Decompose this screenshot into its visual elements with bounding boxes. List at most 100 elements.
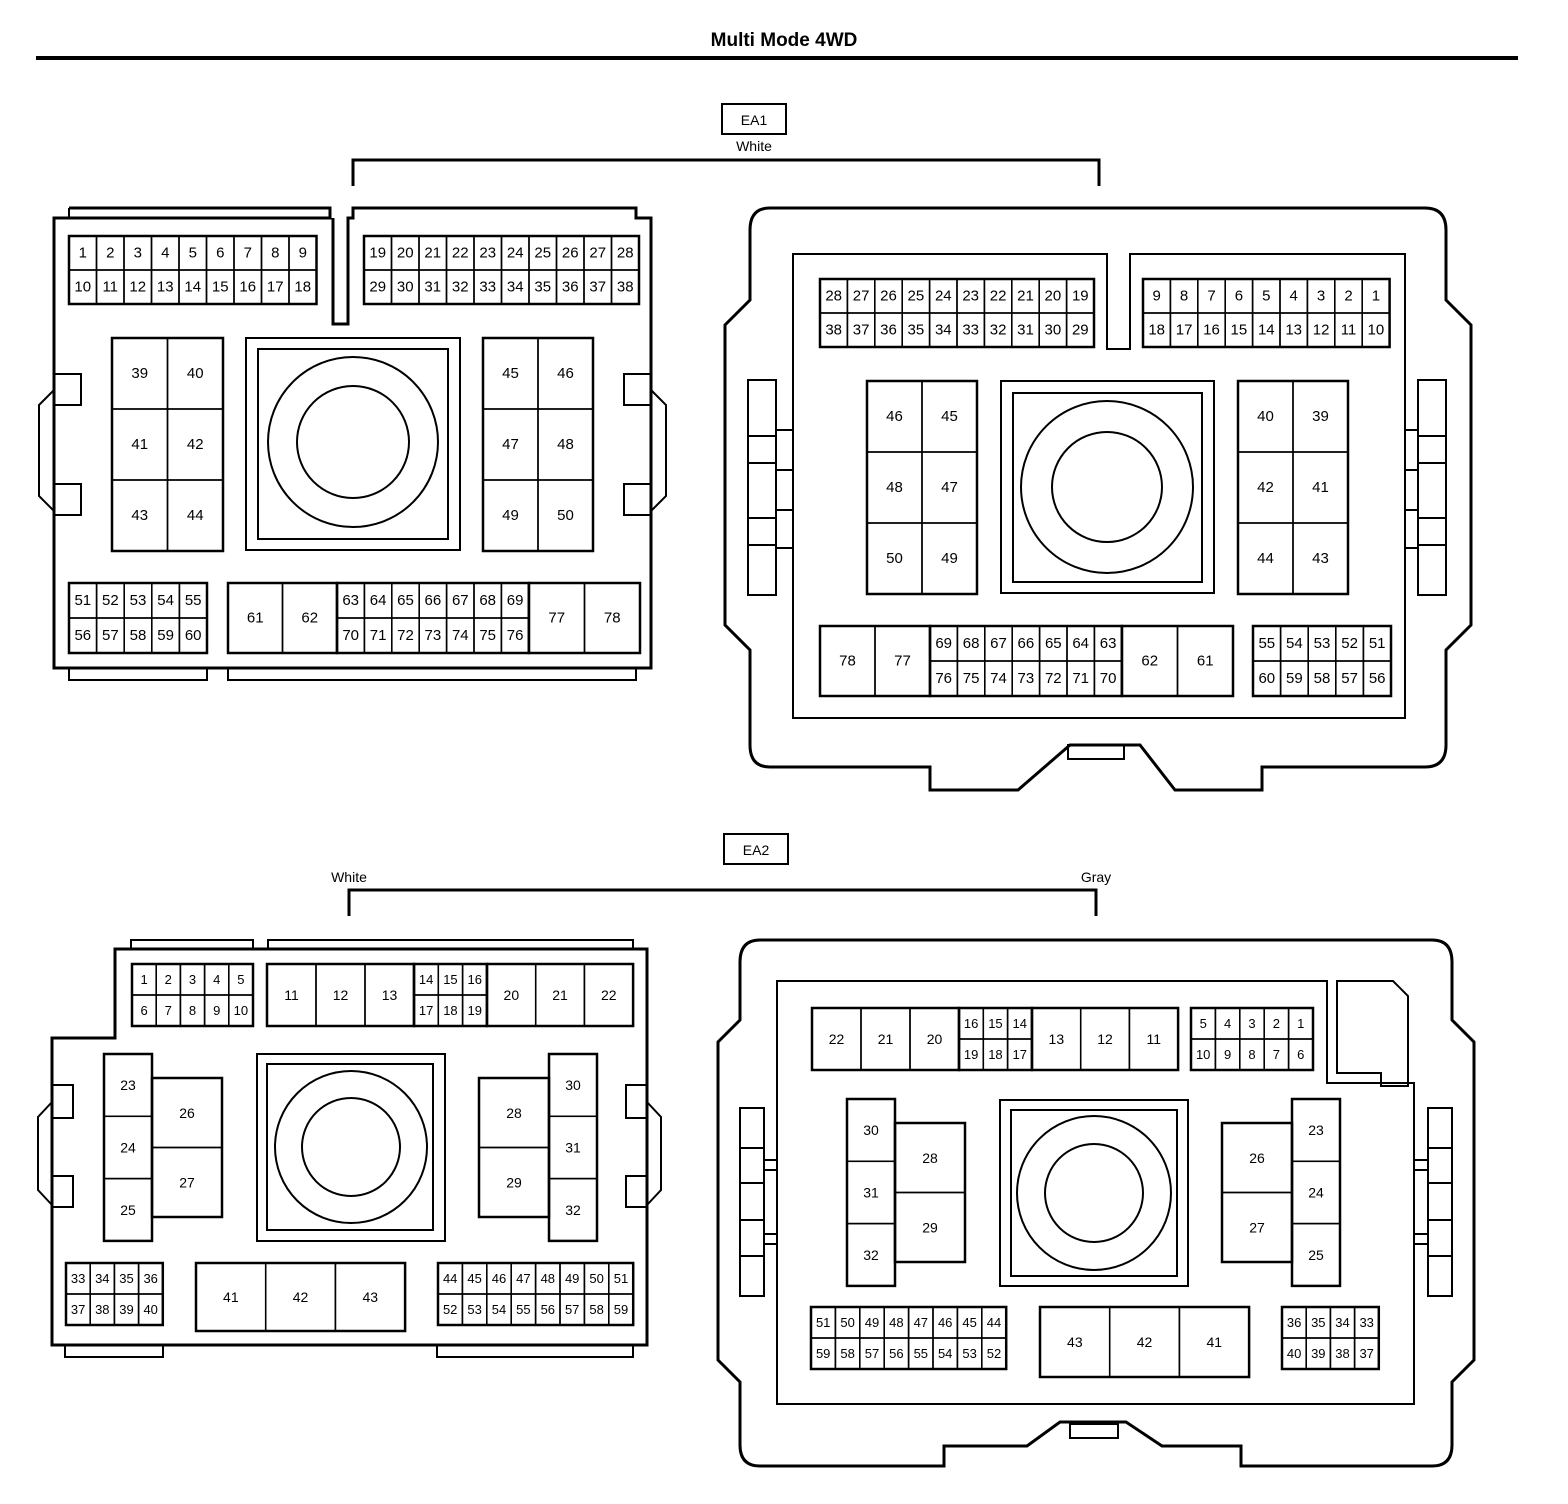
terminal-number: 21 bbox=[878, 1031, 894, 1047]
terminal-number: 61 bbox=[1197, 653, 1214, 670]
terminal-number: 15 bbox=[1231, 322, 1248, 339]
terminal-number: 57 bbox=[102, 627, 119, 644]
terminal-number: 74 bbox=[452, 627, 469, 644]
terminal-number: 62 bbox=[301, 610, 318, 627]
terminal-number: 49 bbox=[941, 550, 958, 567]
terminal-number: 10 bbox=[1368, 322, 1385, 339]
terminal-number: 24 bbox=[120, 1139, 136, 1155]
terminal-number: 9 bbox=[1153, 288, 1161, 305]
terminal-number: 26 bbox=[880, 288, 897, 305]
terminal-cell bbox=[921, 522, 978, 595]
terminal-number: 72 bbox=[1045, 670, 1062, 687]
terminal-number: 52 bbox=[987, 1346, 1001, 1361]
terminal-number: 30 bbox=[863, 1122, 879, 1138]
terminal-number: 50 bbox=[589, 1271, 603, 1286]
terminal-number: 60 bbox=[185, 627, 202, 644]
terminal-number: 6 bbox=[216, 245, 224, 262]
terminal-number: 63 bbox=[1100, 635, 1117, 652]
terminal-cell bbox=[894, 1191, 966, 1263]
terminal-number: 12 bbox=[333, 987, 349, 1003]
terminal-number: 32 bbox=[565, 1202, 581, 1218]
terminal-number: 17 bbox=[1176, 322, 1193, 339]
terminal-number: 40 bbox=[1287, 1346, 1301, 1361]
terminal-number: 7 bbox=[1273, 1047, 1280, 1062]
terminal-number: 24 bbox=[935, 288, 952, 305]
terminal-cell bbox=[1353, 1337, 1380, 1370]
terminal-number: 53 bbox=[962, 1346, 976, 1361]
terminal-number: 2 bbox=[1344, 288, 1352, 305]
terminal-number: 18 bbox=[1148, 322, 1165, 339]
terminal-number: 47 bbox=[941, 479, 958, 496]
terminal-number: 62 bbox=[1141, 653, 1158, 670]
terminal-cell bbox=[1178, 1306, 1250, 1378]
terminal-number: 33 bbox=[479, 279, 496, 296]
terminal-number: 6 bbox=[1235, 288, 1243, 305]
terminal-number: 48 bbox=[541, 1271, 555, 1286]
terminal-cell bbox=[1176, 625, 1234, 697]
terminal-number: 5 bbox=[237, 972, 244, 987]
terminal-number: 2 bbox=[106, 245, 114, 262]
terminal-number: 17 bbox=[267, 279, 284, 296]
page-title: Multi Mode 4WD bbox=[710, 30, 858, 51]
terminal-number: 9 bbox=[299, 245, 307, 262]
terminal-number: 38 bbox=[1335, 1346, 1349, 1361]
terminal-number: 42 bbox=[1257, 479, 1274, 496]
terminal-number: 50 bbox=[840, 1315, 854, 1330]
terminal-number: 7 bbox=[244, 245, 252, 262]
terminal-number: 26 bbox=[179, 1105, 195, 1121]
terminal-number: 70 bbox=[1100, 670, 1117, 687]
terminal-cell bbox=[583, 963, 634, 1027]
terminal-number: 37 bbox=[1359, 1346, 1373, 1361]
terminal-number: 45 bbox=[467, 1271, 481, 1286]
terminal-number: 39 bbox=[1312, 408, 1329, 425]
terminal-number: 41 bbox=[131, 436, 148, 453]
terminal-number: 4 bbox=[1290, 288, 1298, 305]
terminal-number: 25 bbox=[1308, 1247, 1324, 1263]
terminal-number: 31 bbox=[863, 1184, 879, 1200]
terminal-number: 35 bbox=[1311, 1315, 1325, 1330]
terminal-number: 59 bbox=[816, 1346, 830, 1361]
terminal-number: 65 bbox=[1045, 635, 1062, 652]
terminal-number: 59 bbox=[157, 627, 174, 644]
terminal-number: 11 bbox=[284, 987, 299, 1003]
terminal-number: 49 bbox=[565, 1271, 579, 1286]
terminal-number: 23 bbox=[1308, 1122, 1324, 1138]
terminal-number: 1 bbox=[140, 972, 147, 987]
terminal-number: 9 bbox=[213, 1003, 220, 1018]
ea2-connector-label: EA2 bbox=[743, 842, 770, 858]
terminal-number: 27 bbox=[1249, 1219, 1265, 1235]
terminal-cell bbox=[334, 1262, 406, 1332]
terminal-number: 57 bbox=[865, 1346, 879, 1361]
terminal-number: 21 bbox=[1017, 288, 1034, 305]
terminal-number: 61 bbox=[247, 610, 264, 627]
terminal-number: 46 bbox=[938, 1315, 952, 1330]
terminal-number: 29 bbox=[369, 279, 386, 296]
terminal-number: 24 bbox=[507, 245, 524, 262]
terminal-number: 35 bbox=[119, 1271, 133, 1286]
terminal-number: 45 bbox=[962, 1315, 976, 1330]
terminal-number: 20 bbox=[504, 987, 520, 1003]
terminal-number: 39 bbox=[131, 365, 148, 382]
terminal-number: 41 bbox=[223, 1289, 239, 1305]
terminal-number: 48 bbox=[886, 479, 903, 496]
terminal-number: 36 bbox=[880, 322, 897, 339]
terminal-number: 4 bbox=[161, 245, 169, 262]
terminal-number: 39 bbox=[119, 1302, 133, 1317]
terminal-number: 31 bbox=[565, 1139, 581, 1155]
terminal-number: 78 bbox=[839, 653, 856, 670]
terminal-number: 51 bbox=[74, 592, 91, 609]
terminal-number: 44 bbox=[1257, 550, 1274, 567]
terminal-number: 1 bbox=[79, 245, 87, 262]
terminal-number: 37 bbox=[853, 322, 870, 339]
terminal-number: 27 bbox=[853, 288, 870, 305]
